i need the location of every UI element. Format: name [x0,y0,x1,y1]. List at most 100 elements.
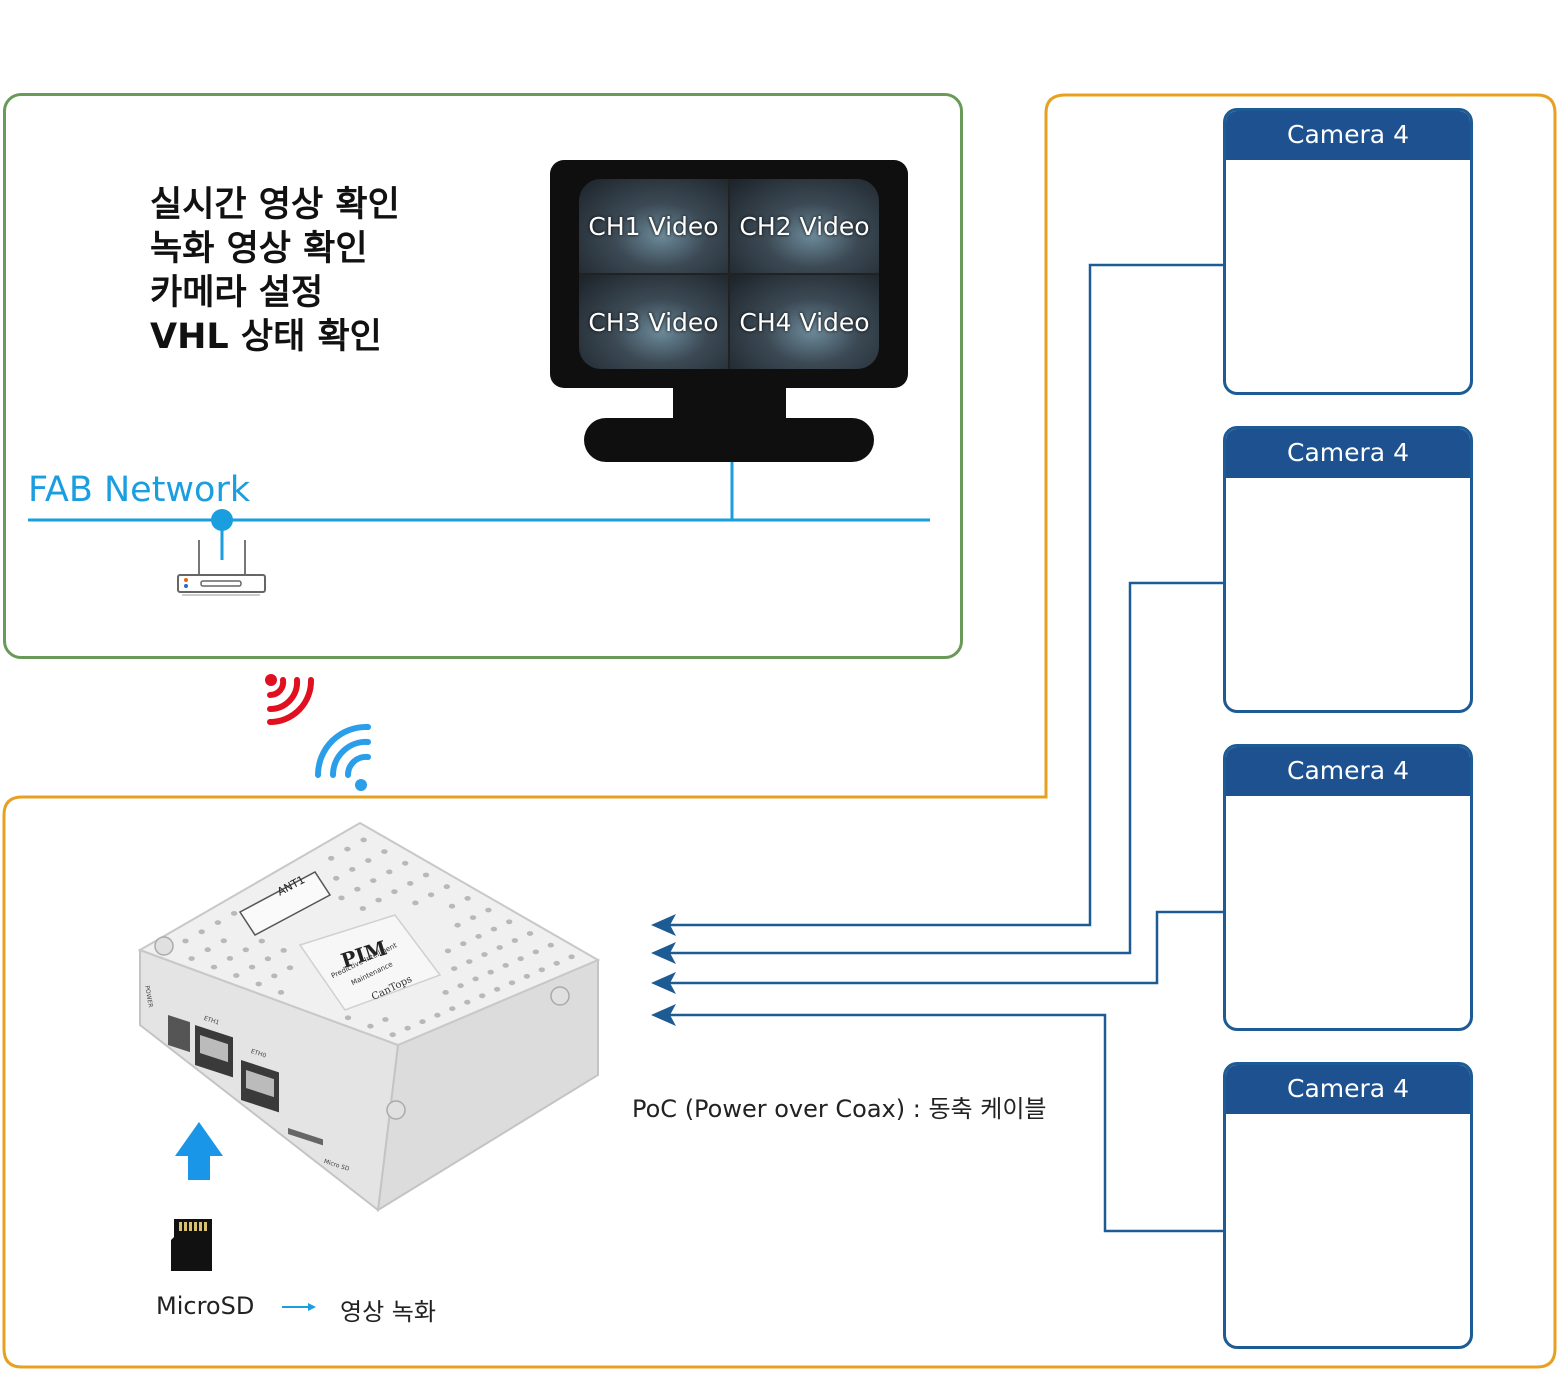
feature-vhl-status: VHL 상태 확인 [150,317,382,357]
router-icon [177,540,266,596]
vent-hole [389,1032,396,1038]
cable-1 [668,263,1223,927]
recording-label: 영상 녹화 [340,1298,436,1326]
wifi-icon [314,723,371,791]
vent-hole [264,956,272,962]
vent-hole [198,929,205,935]
vent-hole [422,872,430,878]
feature-realtime-view: 실시간 영상 확인 [150,185,400,225]
pim-device [137,821,601,1212]
vent-hole [511,938,518,943]
channel-label: CH2 Video [739,211,870,241]
vent-hole [457,983,464,989]
storage-arrow [282,1303,316,1311]
vent-hole [485,907,492,913]
vent-hole [475,934,482,939]
vent-hole [508,980,516,986]
monitoring-station-panel [3,93,963,659]
vent-hole [286,965,294,971]
vehicle-system-border [2,93,1557,1369]
vent-hole [451,966,458,971]
vent-hole [407,881,414,886]
vent-hole [568,954,575,960]
vent-hole [502,963,509,968]
camera-card: Camera 4 [1223,1062,1473,1349]
microsd-label: MicroSD [156,1292,255,1320]
vent-hole [391,889,398,895]
vent-hole [226,956,234,961]
camera-title: Camera 4 [1226,747,1470,796]
vent-hole [464,999,471,1005]
vent-hole [188,956,195,961]
vent-hole [472,976,479,982]
vent-hole [333,875,340,881]
vent-hole [338,895,345,901]
upload-arrow-icon [175,1122,223,1180]
channel-label: CH1 Video [588,211,719,241]
vent-hole [359,906,366,911]
channel-tile: CH2 Video [730,179,879,273]
cable-2 [668,581,1223,955]
vent-hole [214,920,222,925]
vent-hole [506,919,513,925]
monitor-stand-neck [673,386,786,422]
vent-hole [412,900,419,906]
channel-tile: CH1 Video [579,179,728,273]
camera-card: Camera 4 [1223,108,1473,395]
coax-cables [668,263,1223,1233]
vent-hole [490,926,498,932]
vent-hole [328,855,335,861]
vent-hole [271,973,278,979]
camera-card: Camera 4 [1223,426,1473,713]
vent-hole [344,1015,352,1021]
camera-title: Camera 4 [1226,1065,1470,1114]
vent-hole [496,945,503,950]
vent-hole [479,993,486,999]
vent-hole [248,964,256,970]
vent-hole [493,986,501,992]
vent-hole [464,896,471,901]
vent-hole [434,1012,441,1018]
vent-hole [538,967,545,973]
vent-hole [553,960,560,966]
vent-hole [280,948,287,953]
microsd-card-icon [171,1219,212,1271]
vent-hole [469,915,477,920]
vent-hole [204,947,211,953]
vent-hole [365,858,372,863]
vent-hole [460,941,467,947]
fab-network-label: FAB Network [28,470,251,510]
vent-hole [481,952,488,957]
vent-hole [448,903,456,909]
vent-hole [230,911,238,916]
feature-camera-settings: 카메라 설정 [150,273,324,313]
signal-transmit-icon [265,674,315,725]
vent-hole [443,884,450,890]
vent-hole [386,869,393,875]
channel-label: CH3 Video [588,307,719,337]
vent-hole [404,1025,411,1031]
vent-hole [547,942,554,948]
vent-hole [526,931,534,936]
vent-hole [258,938,265,944]
vent-hole [442,990,449,995]
vent-hole [233,973,240,978]
camera-title: Camera 4 [1226,429,1470,478]
vent-hole [375,897,382,903]
vent-hole [454,922,461,928]
vent-hole [255,981,262,987]
vent-hole [210,964,218,970]
cable-4 [668,1013,1223,1233]
channel-label: CH4 Video [739,307,870,337]
vent-hole [419,1019,426,1025]
vent-hole [344,846,351,852]
vent-hole [532,949,539,955]
monitor-stand-base [584,418,874,462]
vent-hole [449,1006,456,1012]
vent-hole [427,892,435,898]
cable-arrowheads [651,914,676,1026]
vent-hole [370,878,377,883]
vent-hole [220,938,227,944]
cable-3 [668,910,1223,985]
vent-hole [360,837,367,843]
